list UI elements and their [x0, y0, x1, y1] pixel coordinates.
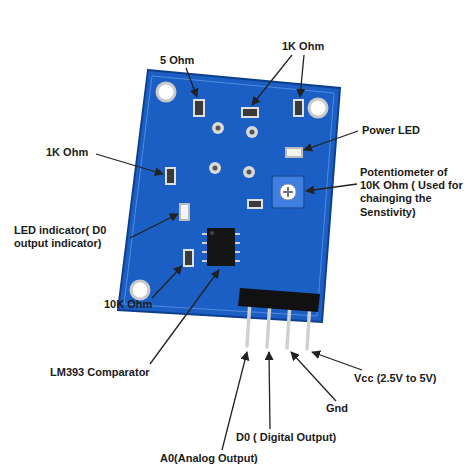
- mounting-holes: [131, 83, 327, 299]
- part-label: A0(Analog Output): [160, 452, 258, 465]
- part-label: Gnd: [326, 402, 348, 415]
- potentiometer: [272, 176, 304, 208]
- leader-lines: [96, 55, 362, 450]
- part-label: Power LED: [362, 124, 420, 137]
- sensor-pins: [209, 122, 258, 178]
- part-label: D0 ( Digital Output): [236, 431, 336, 444]
- part-label: Vcc (2.5V to 5V): [354, 372, 437, 385]
- part-label: 1K Ohm: [46, 146, 88, 159]
- board-edge: [124, 76, 334, 316]
- part-label: 1K Ohm: [282, 40, 324, 53]
- lm393-chip: [202, 228, 240, 266]
- part-label: 5 Ohm: [160, 54, 194, 67]
- smd-components: [166, 100, 303, 266]
- part-label: Potentiometer of 10K Ohm ( Used for chai…: [360, 166, 470, 219]
- part-label: LED indicator( D0 output indicator): [14, 224, 130, 250]
- part-label: LM393 Comparator: [50, 366, 150, 379]
- circuit-board: [118, 70, 340, 322]
- pin-header: [238, 288, 320, 349]
- part-label: 10K Ohm: [104, 298, 152, 311]
